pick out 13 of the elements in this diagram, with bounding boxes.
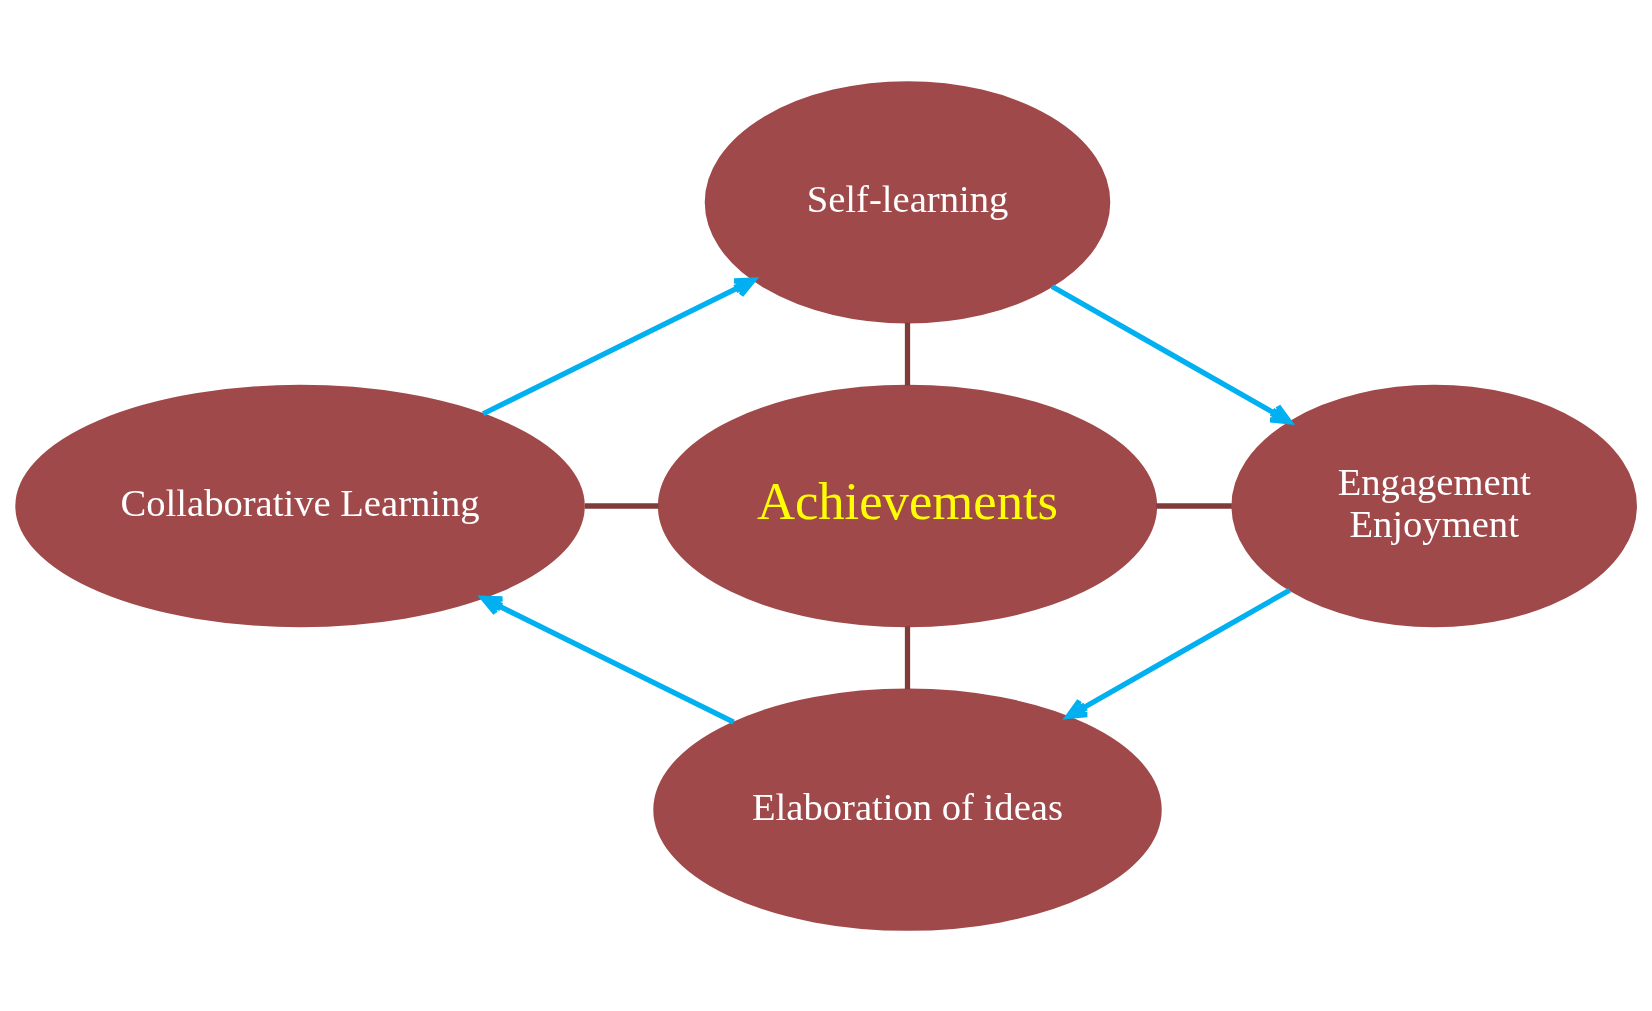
arrow: [1050, 283, 1293, 424]
arrow: [482, 277, 757, 416]
connector: [1156, 502, 1232, 509]
connector: [904, 625, 911, 689]
node-ellipse: Self-learning: [704, 80, 1111, 323]
connector: [584, 502, 659, 509]
node-ellipse: Achievements: [657, 384, 1158, 627]
node-ellipse: Collaborative Learning: [15, 384, 585, 627]
node-ellipse: Elaboration of ideas: [653, 688, 1162, 931]
arrow: [1065, 587, 1291, 719]
arrow: [480, 595, 735, 724]
node-ellipse: Engagement Enjoyment: [1231, 384, 1637, 627]
connector: [904, 322, 911, 385]
